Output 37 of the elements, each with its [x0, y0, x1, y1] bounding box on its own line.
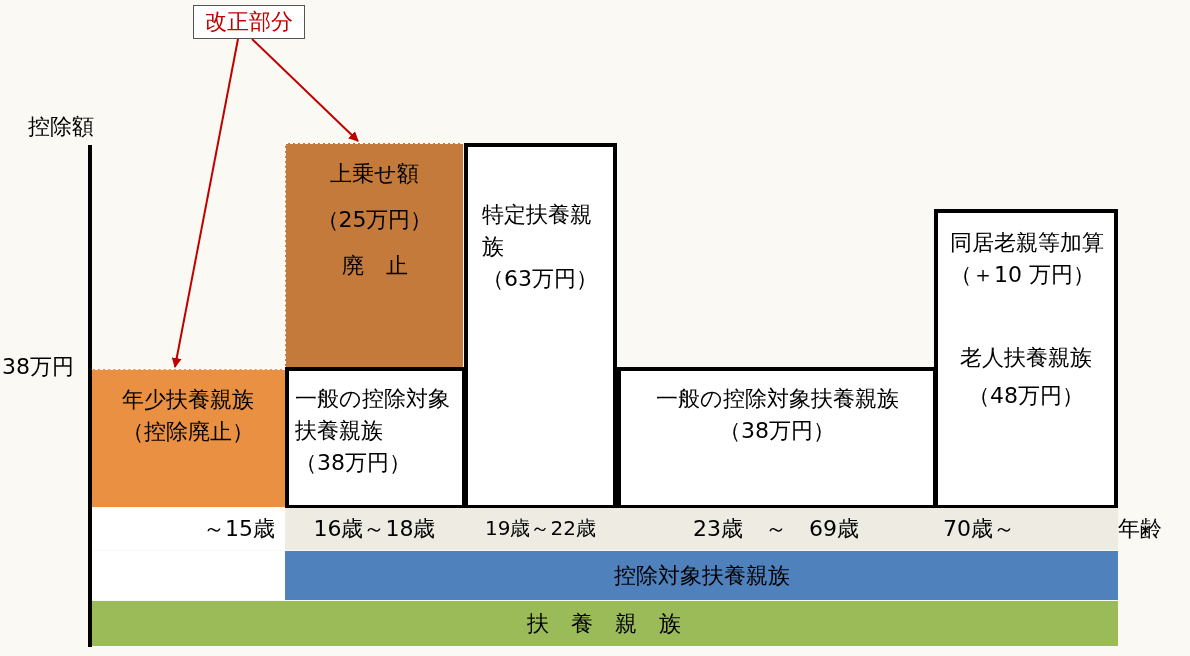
bar-label: （控除廃止） [121, 417, 254, 446]
deduction-bar [285, 367, 466, 509]
age-cell: 16歳～18歳 [285, 508, 464, 550]
age-cell: 70歳～ [935, 508, 1118, 550]
age-cell: 23歳 ～ 69歳 [617, 508, 935, 550]
bar-label: 廃 止 [341, 251, 408, 280]
bar-label: （25万円） [316, 205, 433, 234]
callout-box [193, 5, 305, 39]
bar-label: 特定扶養親族 [482, 201, 593, 261]
deduction-bar [617, 367, 937, 509]
addition-bar [934, 209, 1118, 309]
arrow [171, 38, 239, 368]
axis-label: 年齢 [1118, 515, 1162, 543]
callout-text: 改正部分 [205, 8, 293, 37]
band-label: 控除対象扶養親族 [613, 561, 790, 590]
bar-label: 上乗せ額 [330, 160, 419, 188]
category-band [90, 601, 1118, 646]
deduction-bar [464, 143, 617, 509]
bar-label: （48万円） [968, 381, 1084, 410]
bar-label: 一般の控除対象扶養親族 [295, 385, 451, 445]
category-band [285, 551, 1118, 600]
axis-tick-label: 38万円 [2, 353, 74, 381]
age-cell: 19歳～22歳 [464, 508, 617, 550]
axis-label: 控除額 [28, 113, 94, 141]
bar-label: 同居老親等加算（＋10 万円） [950, 229, 1105, 289]
bar-label: 一般の控除対象扶養親族 [655, 385, 899, 413]
bar-label: 老人扶養親族 [960, 344, 1092, 372]
bar-label: （38万円） [295, 448, 412, 477]
age-cell: ～15歳 [90, 508, 285, 550]
bar-label: （63万円） [482, 264, 599, 293]
band-label: 扶 養 親 族 [527, 609, 681, 638]
abolished-bar [285, 143, 463, 369]
bar-label: 年少扶養親族 [121, 386, 254, 414]
deduction-bar [934, 308, 1118, 509]
abolished-bar [90, 369, 285, 507]
arrow [251, 38, 359, 142]
bar-label: （38万円） [719, 416, 835, 445]
